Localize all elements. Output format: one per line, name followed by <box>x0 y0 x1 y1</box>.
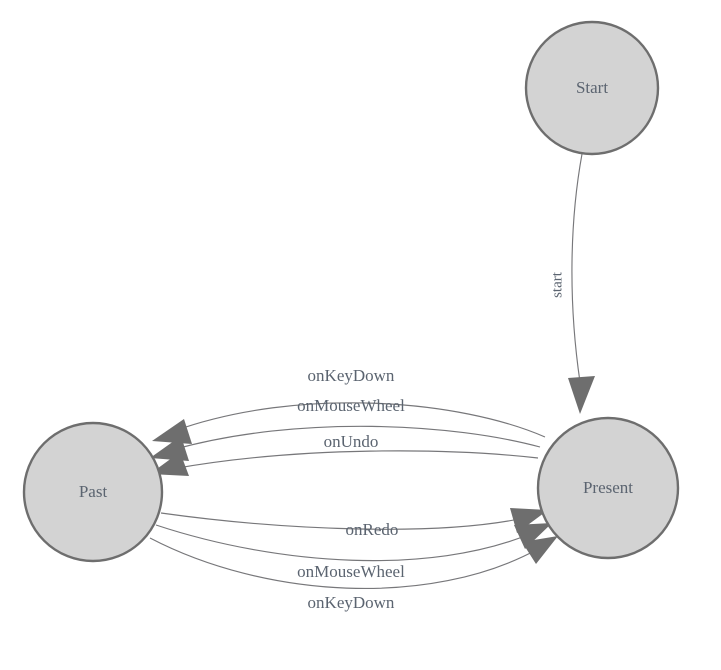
edge-label-e-past-present-onmousewheel: onMouseWheel <box>297 562 405 581</box>
node-circle-past[interactable] <box>22 421 164 563</box>
edge-line <box>160 512 525 530</box>
arrowhead-icon <box>522 536 558 564</box>
arrowhead-icon <box>568 376 595 414</box>
edge-label-e-start-present: start <box>549 271 565 298</box>
edge-line <box>171 425 541 451</box>
node-circle-present[interactable] <box>536 416 680 560</box>
node-circle-start[interactable] <box>524 20 660 156</box>
node-past[interactable]: Past <box>22 421 164 563</box>
arrowhead-icon <box>152 419 192 444</box>
edges-layer <box>149 153 595 589</box>
edge-line <box>171 450 539 470</box>
node-start[interactable]: Start <box>524 20 660 156</box>
edge-line <box>149 537 539 589</box>
edge-labels-layer: start onKeyDown onMouseWheel onUndo onRedo on… <box>297 271 565 612</box>
edge-line <box>173 402 546 438</box>
edge-line <box>155 524 531 562</box>
edge-label-e-past-present-onkeydown: onKeyDown <box>308 593 395 612</box>
node-present[interactable]: Present <box>536 416 680 560</box>
edge-e-past-present-onkeydown[interactable] <box>149 536 558 589</box>
edge-e-present-past-onkeydown[interactable] <box>152 402 546 444</box>
edge-line <box>571 153 583 383</box>
edge-label-e-present-past-onmousewheel: onMouseWheel <box>297 396 405 415</box>
edge-label-e-present-past-onundo: onUndo <box>324 432 379 451</box>
edge-label-e-present-past-onkeydown: onKeyDown <box>308 366 395 385</box>
edge-e-present-past-onundo[interactable] <box>150 450 539 476</box>
arrowhead-icon <box>150 452 189 476</box>
edge-e-start-present[interactable] <box>568 153 595 414</box>
edge-label-e-past-present-onredo: onRedo <box>346 520 399 539</box>
